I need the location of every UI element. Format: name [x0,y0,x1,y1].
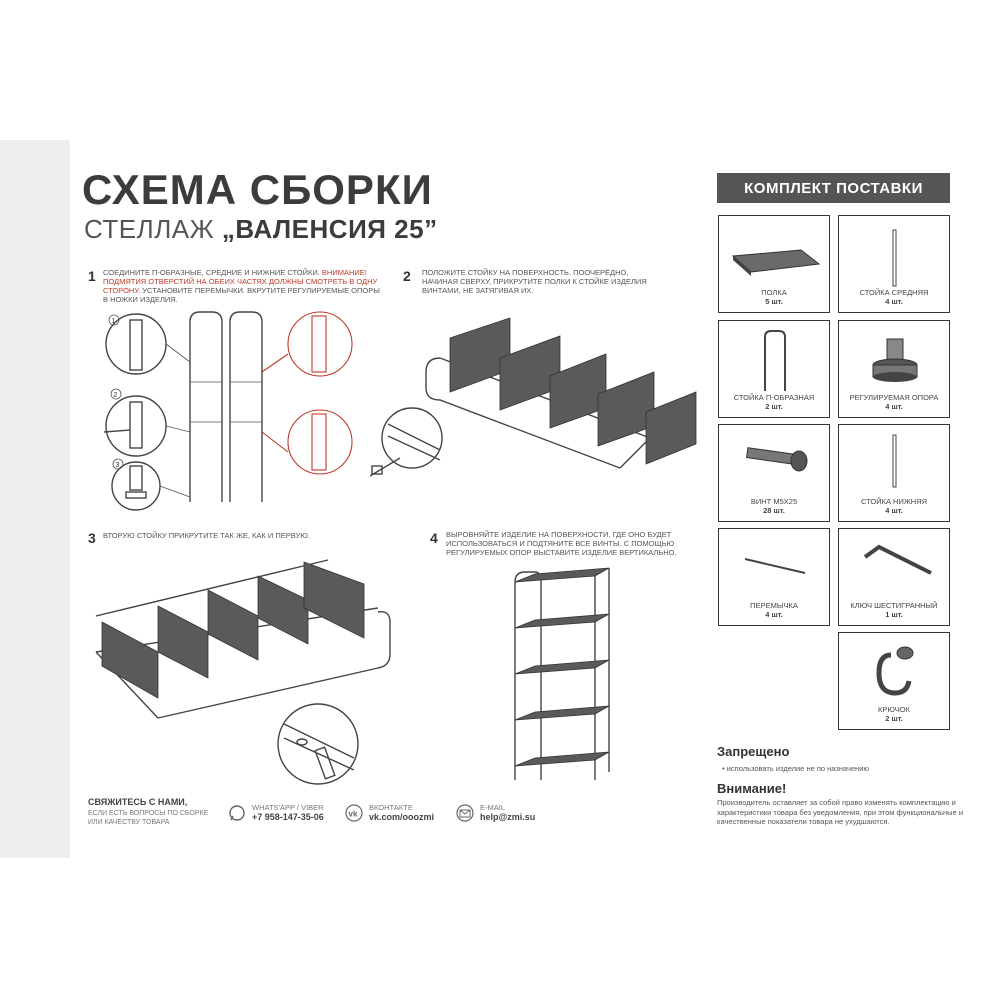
side-strip [0,140,70,858]
kit-item-u-rack: Стойка П-образная2 шт. [718,320,830,418]
hook-icon [876,646,914,696]
contacts-subtext: если есть вопросы по сборке или качеству… [88,810,209,826]
step-1-warning: Внимание! Подмятия отверстий на обеих ча… [103,268,378,295]
rack-shelves [514,567,610,767]
rod-icon [892,229,897,287]
step-2-number: 2 [403,268,411,284]
step-2-illustration [370,317,697,477]
kit-item-hook: Крючок2 шт. [838,632,950,730]
kit-item-name: Стойка средняя [859,288,929,297]
subtitle-prefix: СТЕЛЛАЖ [84,214,215,244]
shelf-icon [731,249,821,276]
whatsapp-icon [229,804,245,821]
kit-item-name: Стойка нижняя [860,497,928,506]
step-3-number: 3 [88,530,96,546]
kit-item-qty: 4 шт. [885,296,903,306]
kit-item-bottom-rod: Стойка нижняя4 шт. [838,424,950,522]
forbidden-heading: Запрещено [717,744,790,759]
contact-value: help@zmi.su [480,812,536,822]
step-3-illustration [95,559,391,785]
kit-item-qty: 4 шт. [885,505,903,515]
step-4-number: 4 [430,530,438,546]
kit-item-name: Регулируемая опора [849,393,939,402]
kit-item-name: Ключ шестигранный [850,601,938,610]
callout-1: 1 [112,318,116,325]
kit-item-adjustable-foot: Регулируемая опора4 шт. [838,320,950,418]
contact-whatsapp[interactable]: WHATS'APP / VIBER+7 958-147-35-06 [228,803,324,822]
step-1-illustration: 1 2 3 [103,311,353,511]
step-1-number: 1 [88,268,96,284]
callout-2: 2 [114,392,118,399]
kit-item-name: Крючок [878,705,910,714]
forbidden-text: • использовать изделие не по назначению [722,764,870,773]
kit-item-screw: Винт М5х2528 шт. [718,424,830,522]
contact-value: vk.com/ooozmi [369,812,435,822]
step-4-illustration [514,567,610,780]
kit-item-qty: 28 шт. [763,505,785,515]
kit-item-shelf: Полка5 шт. [718,215,830,313]
contacts-heading: Свяжитесь с нами, [88,797,188,807]
step-1-text: Соедините П-образные, средние и нижние с… [103,268,383,304]
step-2-text: Положите стойку на поверхность. Поочерёд… [422,268,647,295]
contact-label: E-MAIL [480,803,506,812]
kit-item-qty: 2 шт. [765,401,783,411]
page-subtitle: СТЕЛЛАЖ „ВАЛЕНСИЯ 25” [84,214,438,245]
kit-item-name: Перемычка [750,601,798,610]
attention-text: Производитель оставляет за собой право и… [717,798,964,826]
rod-icon [892,434,897,488]
kit-item-qty: 4 шт. [765,609,783,619]
step-3-text: Вторую стойку прикрутите так же, как и п… [103,531,310,540]
contact-label: ВКОНТАКТЕ [369,803,413,812]
step-1-text-a: Соедините П-образные, средние и нижние с… [103,268,320,277]
contact-label: WHATS'APP / VIBER [252,803,324,812]
vk-icon: vk [345,803,363,822]
hex-key-icon [863,544,932,575]
kit-item-crossbar: Перемычка4 шт. [718,528,830,626]
kit-item-name: Стойка П-образная [733,393,815,402]
kit-header: КОМПЛЕКТ ПОСТАВКИ [717,173,950,203]
u-rack-icon [764,330,786,391]
kit-item-name: Винт М5х25 [750,497,798,506]
screw-icon [745,447,808,472]
callout-3: 3 [116,462,120,469]
kit-item-qty: 2 шт. [885,713,903,723]
kit-item-middle-rod: Стойка средняя4 шт. [838,215,950,313]
kit-item-hex-key: Ключ шестигранный1 шт. [838,528,950,626]
email-icon [456,803,474,822]
step-4-text: Выровняйте изделие на поверхности, где о… [446,530,677,557]
adjustable-foot-icon [872,338,918,382]
page-title: СХЕМА СБОРКИ [82,166,433,213]
subtitle-product: „ВАЛЕНСИЯ 25” [221,214,438,244]
kit-item-qty: 1 шт. [885,609,903,619]
step-1-text-b: Установите перемычки. Вкрутите регулируе… [103,286,380,304]
kit-item-qty: 5 шт. [765,296,783,306]
kit-item-qty: 4 шт. [885,401,903,411]
kit-item-name: Полка [761,288,787,297]
crossbar-icon [744,558,806,574]
contact-value: +7 958-147-35-06 [252,812,324,822]
attention-heading: Внимание! [717,781,787,796]
svg-text:vk: vk [349,809,358,818]
